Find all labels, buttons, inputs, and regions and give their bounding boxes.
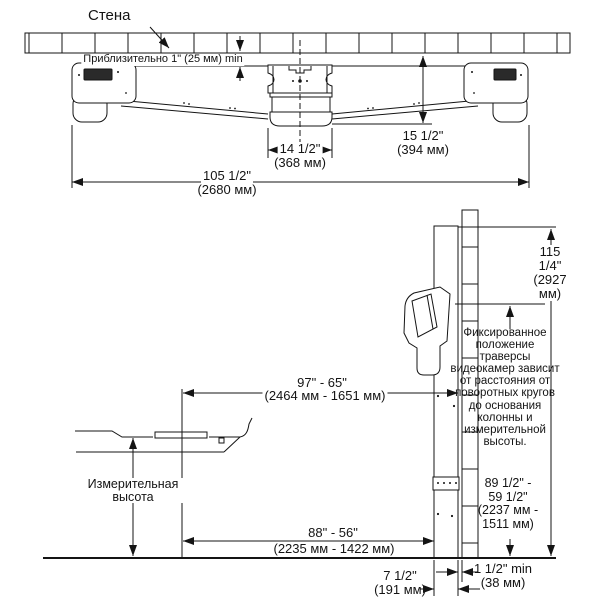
dim-floor-mm-label: (2235 мм - 1422 мм) [273, 541, 395, 556]
camera-beam-top-view [71, 40, 529, 142]
left-camera-pod [71, 62, 137, 123]
wall-gap-label: Приблизительно 1" (25 мм) min [81, 53, 245, 66]
dim-camera-range-label: 89 1/2" - 59 1/2" (2237 мм - 1511 мм) [477, 476, 539, 531]
right-camera-pod [463, 62, 529, 123]
dim-post-depth-label: 7 1/2" (191 мм) [374, 568, 426, 597]
dimension-wall-clearance [436, 560, 478, 582]
dim-wall-clearance-label: 1 1/2" min (38 мм) [473, 561, 533, 590]
dim-overall-mm-label: (2680 мм) [195, 182, 259, 197]
wall-label: Стена [88, 7, 131, 24]
dimension-post-depth [420, 560, 480, 596]
turntable-plate [154, 431, 208, 439]
dim-center-width-mm-label: (368 мм) [274, 155, 326, 170]
dim-column-height-label: 115 1/4" (2927 мм) [525, 245, 575, 301]
dim-horizontal-in-label: 97" - 65" [297, 375, 347, 390]
camera-head [403, 286, 451, 376]
wall-leader-arrow [149, 26, 170, 49]
dimension-overall-width [71, 125, 530, 188]
dim-horizontal-mm-label: (2464 мм - 1651 мм) [262, 388, 388, 403]
left-pod-vent-grille [83, 68, 113, 81]
post-anchor-plate [432, 476, 460, 491]
top-view-wall [24, 32, 571, 54]
dimension-wall-offset [332, 56, 432, 125]
dim-center-width-in-label: 14 1/2" [277, 141, 323, 156]
camera-lens [411, 293, 438, 338]
right-pod-vent-grille [493, 68, 517, 81]
measuring-height-label: Измерительная высота [79, 478, 187, 503]
dim-overall-in-label: 105 1/2" [201, 168, 253, 183]
wheel-stop [239, 417, 253, 438]
camera-note: Фиксированное положение траверсы видеока… [450, 327, 560, 448]
dim-wall-offset-label: 15 1/2" (394 мм) [397, 128, 449, 157]
lift-platform [75, 417, 253, 453]
dim-floor-in-label: 88" - 56" [308, 525, 358, 540]
